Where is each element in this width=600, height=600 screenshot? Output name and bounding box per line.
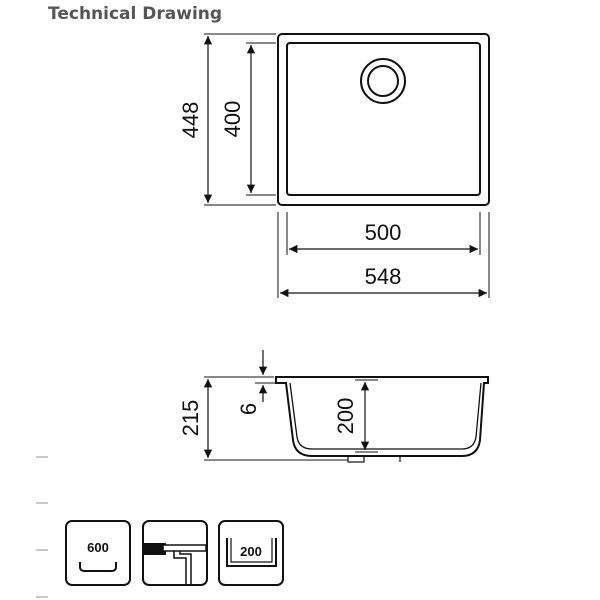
- page-title: Technical Drawing: [48, 4, 223, 24]
- cabinet-size-icon: 600: [65, 520, 131, 586]
- dimension-label-548: 548: [365, 264, 402, 289]
- dimension-label-448: 448: [178, 102, 203, 139]
- drain-outer: [360, 58, 406, 104]
- dimension-label-215: 215: [178, 400, 203, 437]
- sink-profile-outer: [275, 376, 489, 457]
- sink-profile-inner: [289, 382, 482, 450]
- dimension-label-200: 200: [333, 398, 358, 435]
- bowl-depth-label: 200: [240, 544, 262, 559]
- cabinet-size-label: 600: [87, 540, 109, 555]
- sink-bowl-inner: [286, 42, 481, 196]
- drain-inner: [367, 65, 399, 97]
- dimension-label-500: 500: [365, 220, 402, 245]
- dimension-label-6: 6: [236, 403, 261, 415]
- top-view: 448 400 500 548: [178, 33, 490, 298]
- undermount-install-icon: [142, 520, 208, 586]
- bowl-depth-icon: 200: [218, 520, 284, 586]
- dimension-label-400: 400: [220, 101, 245, 138]
- sink-outer-rim: [277, 33, 490, 206]
- drain-outlet: [347, 455, 365, 463]
- side-view: 215 6 200: [178, 350, 489, 463]
